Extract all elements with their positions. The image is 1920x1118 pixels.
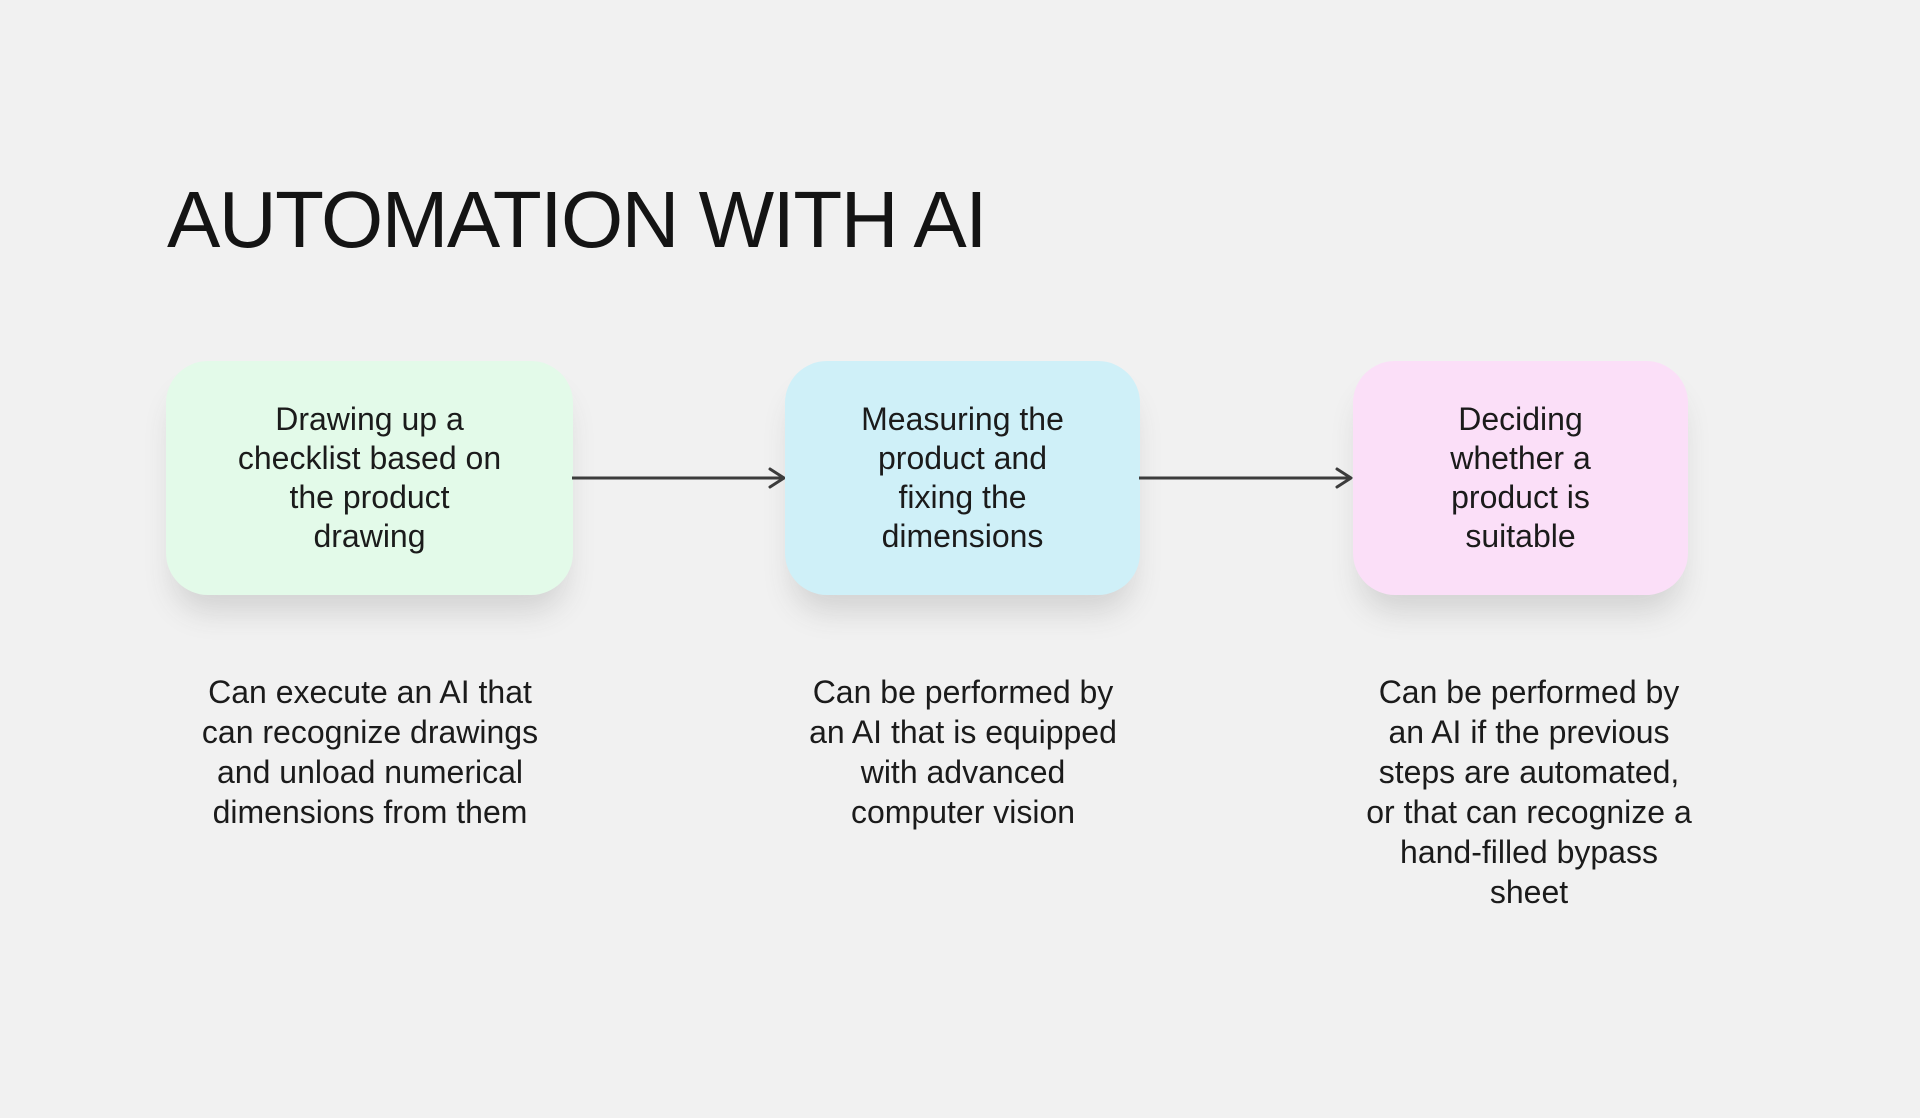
- step-box-label: Deciding whether a product is suitable: [1450, 401, 1591, 554]
- step-description-measuring-product: Can be performed by an AI that is equipp…: [809, 674, 1117, 830]
- flow-arrow-icon: [572, 467, 786, 489]
- flow-arrow-icon: [1139, 467, 1353, 489]
- step-box-measuring-product: Measuring the product and fixing the dim…: [785, 361, 1140, 595]
- step-box-label: Drawing up a checklist based on the prod…: [237, 401, 502, 554]
- step-box-drawing-checklist: Drawing up a checklist based on the prod…: [166, 361, 573, 595]
- step-description-deciding-suitability: Can be performed by an AI if the previou…: [1366, 674, 1692, 910]
- step-box-label: Measuring the product and fixing the dim…: [861, 401, 1064, 554]
- step-box-deciding-suitability: Deciding whether a product is suitable: [1353, 361, 1688, 595]
- step-description-drawing-checklist: Can execute an AI that can recognize dra…: [201, 674, 539, 830]
- page-title: AUTOMATION WITH AI: [167, 175, 987, 264]
